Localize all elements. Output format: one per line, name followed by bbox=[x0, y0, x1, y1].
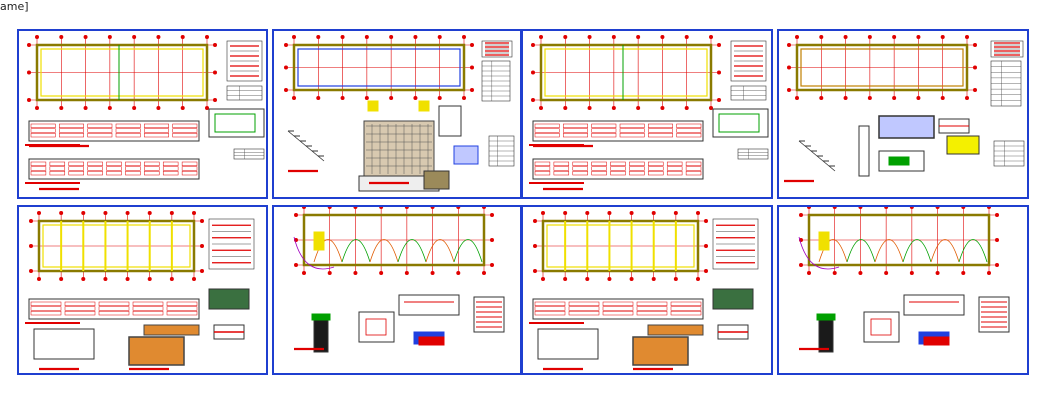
sheet-4-structural-details[interactable] bbox=[777, 29, 1029, 199]
cad-drawing-thumbnail bbox=[798, 207, 1010, 353]
cad-drawing-thumbnail bbox=[284, 35, 515, 192]
sheet-7-plan-sections[interactable] bbox=[521, 205, 773, 375]
cad-drawing-thumbnail bbox=[529, 211, 759, 371]
cad-drawing-thumbnail bbox=[529, 35, 769, 191]
sheet-8-electrical-plan[interactable] bbox=[777, 205, 1029, 375]
sheet-6-electrical-plan[interactable] bbox=[272, 205, 522, 375]
sheet-1-floor-plan-elevations[interactable] bbox=[17, 29, 268, 199]
sheet-3-floor-plan-elevations[interactable] bbox=[521, 29, 773, 199]
window-title-fragment: ame] bbox=[0, 0, 29, 13]
cad-drawing-thumbnail bbox=[784, 35, 1025, 183]
cad-drawing-thumbnail bbox=[25, 211, 255, 371]
sheet-5-plan-sections[interactable] bbox=[17, 205, 268, 375]
cad-drawing-thumbnail bbox=[25, 35, 265, 191]
cad-drawing-thumbnail bbox=[293, 207, 505, 353]
sheet-2-structural-foundations[interactable] bbox=[272, 29, 522, 199]
